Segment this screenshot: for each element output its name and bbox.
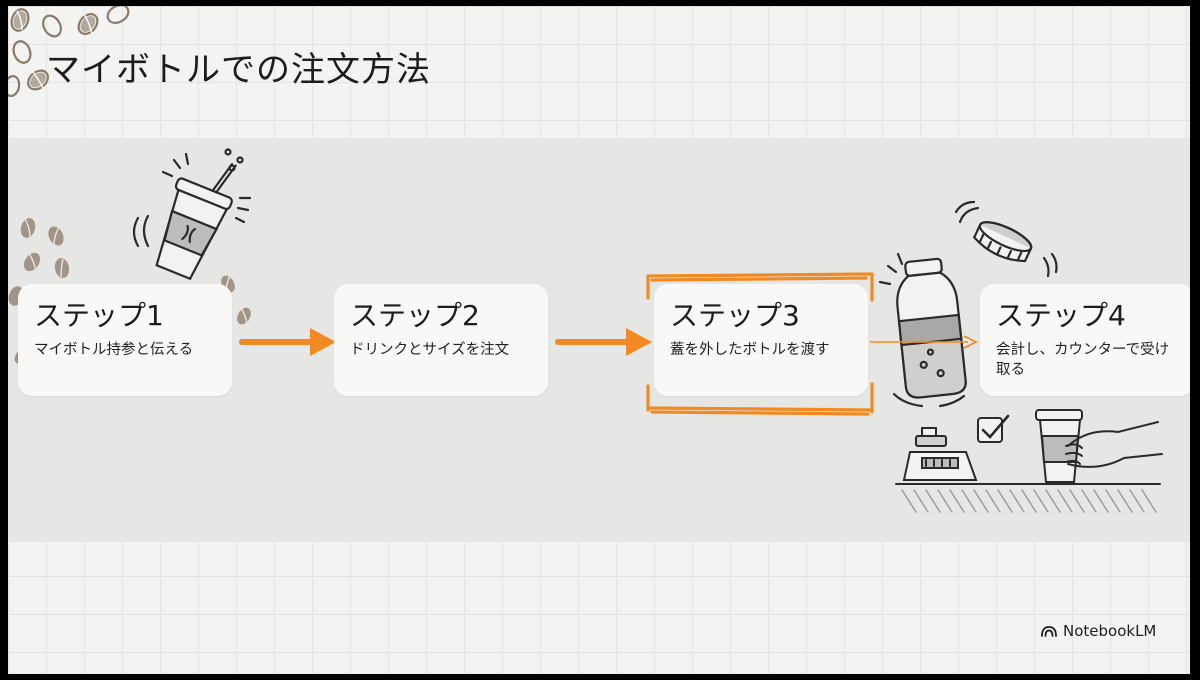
arrow-icon bbox=[870, 335, 979, 349]
step-description: マイボトル持参と伝える bbox=[34, 342, 194, 358]
arrow-icon bbox=[239, 328, 336, 356]
step-title: ステップ2 bbox=[350, 299, 480, 332]
step-title: ステップ4 bbox=[996, 299, 1126, 332]
slide: マイボトルでの注文方法 ステップ1 マイボトル持参と伝える ステップ2 ドリンク… bbox=[8, 6, 1190, 674]
checkbox-icon bbox=[977, 414, 1010, 443]
tumbler-icon bbox=[132, 148, 252, 281]
step-card-1: ステップ1 マイボトル持参と伝える bbox=[18, 284, 232, 396]
step-card-2: ステップ2 ドリンクとサイズを注文 bbox=[334, 284, 548, 396]
lid-icon bbox=[954, 200, 1058, 278]
cup-hand-icon bbox=[1035, 409, 1163, 483]
arrow-icon bbox=[555, 328, 652, 356]
step-description: 蓋を外したボトルを渡す bbox=[670, 342, 830, 358]
step-description: ドリンクとサイズを注文 bbox=[350, 342, 510, 358]
slide-title: マイボトルでの注文方法 bbox=[46, 50, 431, 90]
register-icon bbox=[895, 427, 1161, 513]
step-title: ステップ1 bbox=[34, 299, 164, 332]
step-card-3: ステップ3 蓋を外したボトルを渡す bbox=[654, 284, 868, 396]
notebooklm-logo: NotebookLM bbox=[1040, 622, 1156, 640]
bottle-icon bbox=[878, 252, 967, 408]
coffee-bean-icon bbox=[8, 6, 130, 98]
notebooklm-logo-icon bbox=[1041, 626, 1057, 637]
step-card-4: ステップ4 会計し、カウンターで受け取る bbox=[980, 284, 1190, 396]
step-description: 会計し、カウンターで受け取る bbox=[996, 342, 1170, 378]
step-title: ステップ3 bbox=[670, 299, 800, 332]
notebooklm-label: NotebookLM bbox=[1063, 622, 1157, 640]
coffee-bean-icon bbox=[8, 218, 251, 364]
